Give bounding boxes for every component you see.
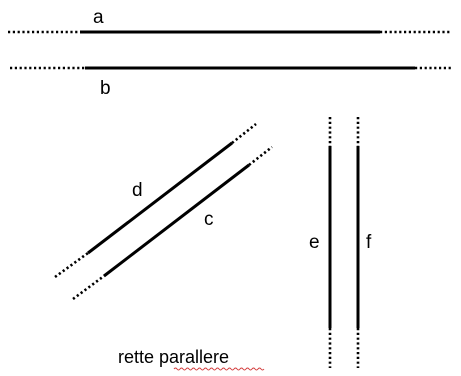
- label-c: c: [204, 209, 214, 230]
- line-c-dotted-lower: [72, 274, 105, 301]
- line-c-dotted-upper: [248, 145, 273, 167]
- line-d-solid: [87, 141, 233, 255]
- line-c-solid: [103, 163, 250, 278]
- diagram-caption: rette parallere: [118, 347, 229, 367]
- spellcheck-underline: [173, 367, 265, 371]
- label-d: d: [132, 180, 143, 201]
- line-c: [72, 145, 273, 301]
- label-a: a: [93, 7, 104, 28]
- line-d-dotted-lower: [54, 251, 89, 279]
- line-d-dotted-upper: [231, 122, 257, 145]
- label-b: b: [100, 78, 111, 99]
- label-e: e: [309, 232, 320, 253]
- label-f: f: [366, 232, 372, 253]
- line-d: [54, 122, 257, 279]
